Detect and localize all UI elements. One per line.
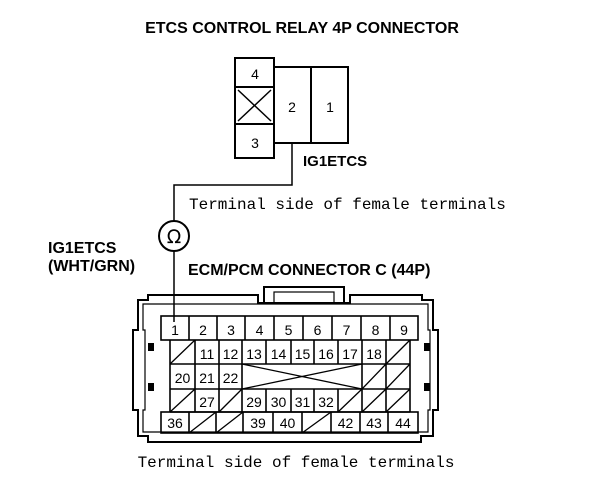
grid-cell-border [160,315,419,341]
ecm-pin-15: 15 [295,346,311,362]
ecm-pin-7: 7 [343,322,351,338]
ecm-terminal-grid [160,315,419,434]
probe-wire-upper [173,143,293,221]
ecm-pin-32: 32 [318,394,334,410]
ecm-pin-36: 36 [167,415,183,431]
ecm-pin-3: 3 [227,322,235,338]
ecm-pin-22: 22 [223,370,239,386]
ecm-pin-27: 27 [199,394,215,410]
relay-pin-3: 3 [251,135,259,151]
relay-signal-label: IG1ETCS [303,153,367,170]
ecm-pin-43: 43 [366,415,382,431]
ecm-pin-31: 31 [295,394,311,410]
ecm-pin-2: 2 [199,322,207,338]
ecm-pin-20: 20 [175,370,191,386]
ecm-pin-39: 39 [250,415,266,431]
ecm-pin-17: 17 [342,346,358,362]
ecm-pin-13: 13 [246,346,262,362]
grid-line [169,339,196,365]
wire-name-label: IG1ETCS [48,240,117,257]
ecm-pin-29: 29 [246,394,262,410]
wire-color-label: (WHT/GRN) [48,258,135,275]
ecm-terminal-note: Terminal side of female terminals [138,454,455,472]
relay-connector [234,57,349,159]
ecm-pin-5: 5 [285,322,293,338]
ecm-pin-11: 11 [200,346,215,362]
grid-line [385,363,411,390]
grid-line [169,388,196,413]
ohm-icon: Ω [167,226,182,248]
grid-line [337,388,363,413]
grid-cell-border [160,411,419,434]
relay-terminal-note: Terminal side of female terminals [189,196,506,214]
relay-pin-2: 2 [288,99,296,115]
ecm-pin-4: 4 [256,322,264,338]
ecm-pin-8: 8 [372,322,380,338]
ecm-pin-9: 9 [400,322,408,338]
ecm-pin-14: 14 [271,346,287,362]
grid-line [188,411,217,434]
ecm-pin-1: 1 [171,322,179,338]
ecm-pin-21: 21 [199,370,215,386]
ohmmeter-symbol [158,220,190,252]
grid-line [218,388,243,413]
grid-line [215,411,244,434]
ecm-pin-42: 42 [338,415,354,431]
ecm-pin-12: 12 [223,346,239,362]
relay-pin-1: 1 [326,99,334,115]
ecm-pin-44: 44 [395,415,411,431]
ecm-connector-title: ECM/PCM CONNECTOR C (44P) [188,262,430,279]
grid-line [385,339,411,365]
grid-line [361,388,387,413]
ecm-pin-6: 6 [314,322,322,338]
ecm-pin-30: 30 [271,394,287,410]
ecm-connector-housing [132,286,439,443]
ecm-pin-16: 16 [318,346,334,362]
grid-line [241,363,363,390]
ecm-pin-18: 18 [366,346,382,362]
grid-line [385,388,411,413]
relay-connector-title: ETCS CONTROL RELAY 4P CONNECTOR [145,20,459,37]
grid-line [301,411,332,434]
relay-pin-4: 4 [251,66,259,82]
ecm-pin-40: 40 [280,415,296,431]
grid-line [361,363,387,390]
connector-lock-tabs [148,343,430,391]
